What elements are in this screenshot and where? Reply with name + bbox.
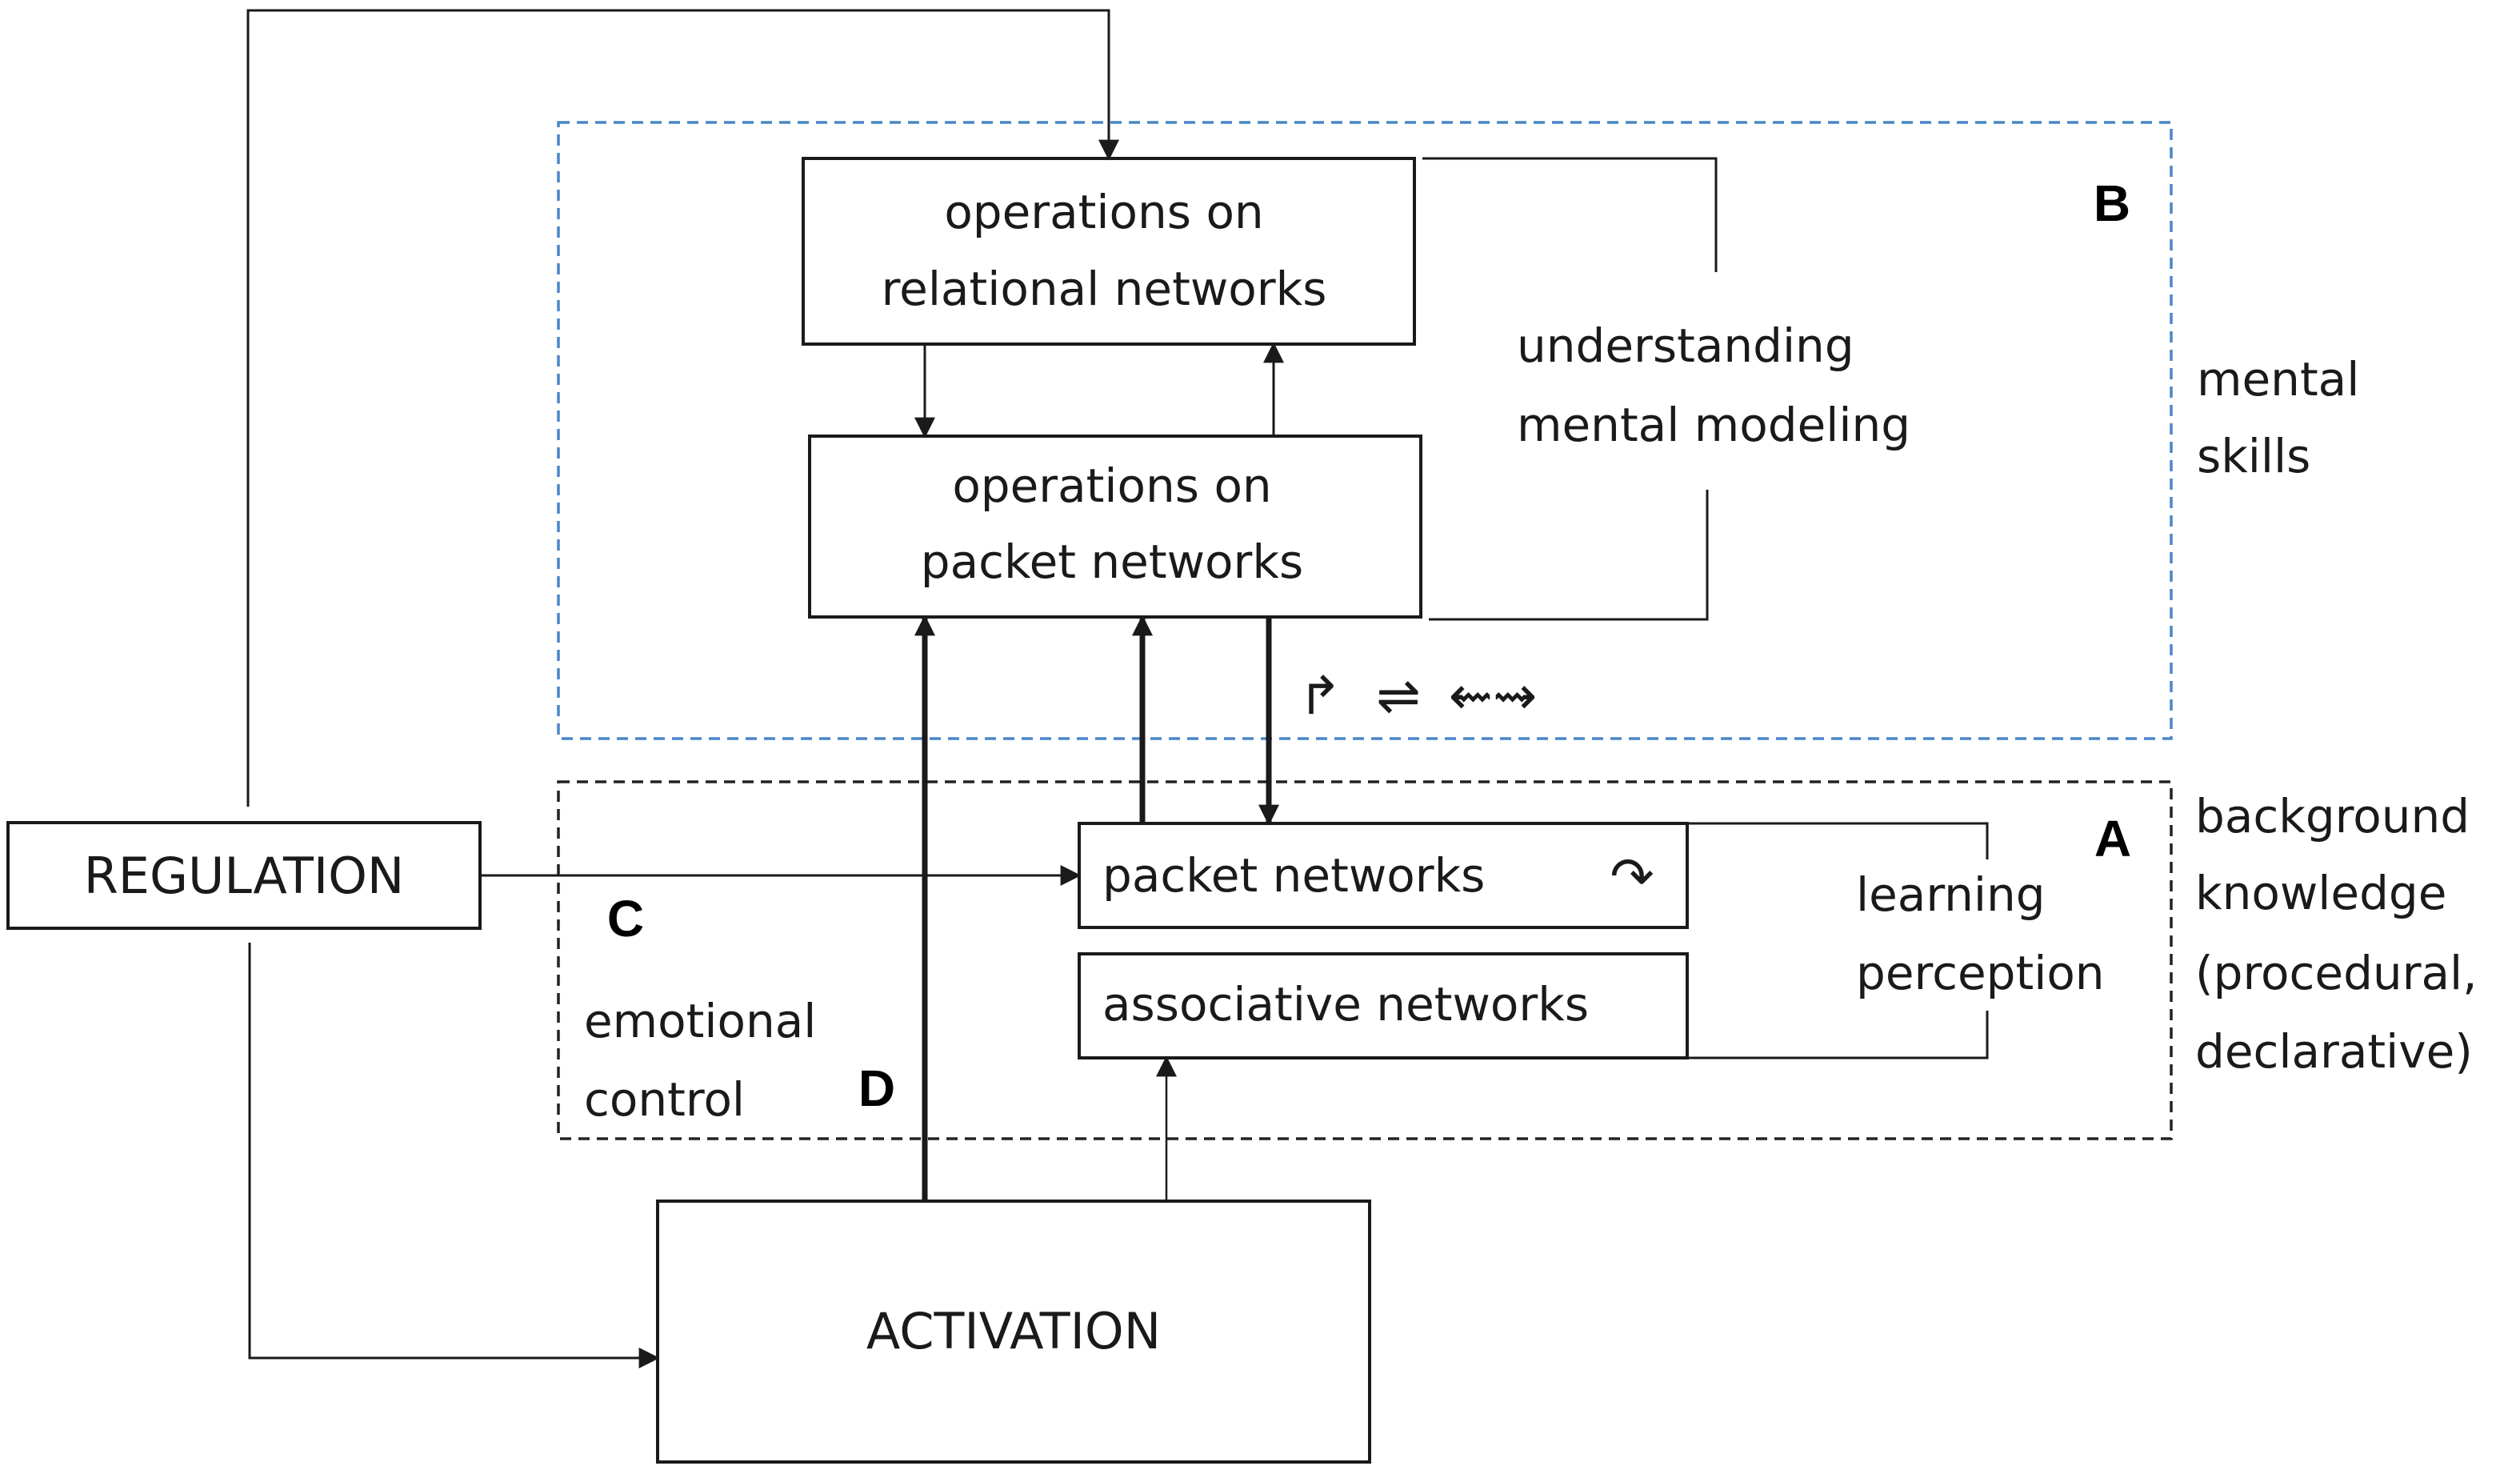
relational-operations-line-2: relational networks xyxy=(882,262,1327,316)
associative-networks-box xyxy=(1078,952,1689,1059)
regulation-label: REGULATION xyxy=(84,847,405,905)
regulation-to-activation-arrow xyxy=(248,943,660,1368)
mental-skills-label-1: mental xyxy=(2197,352,2359,407)
learning-bracket-lower xyxy=(1687,1011,1989,1059)
region-a-letter: A xyxy=(2094,810,2131,867)
background-knowledge-label-4: declarative) xyxy=(2195,1024,2473,1079)
perception-label: perception xyxy=(1856,946,2105,1000)
region-d-letter: D xyxy=(858,1059,895,1117)
region-c-letter: C xyxy=(607,890,644,947)
mental-skills-label-2: skills xyxy=(2197,429,2310,483)
packet-operations-line-2: packet networks xyxy=(921,535,1303,589)
learning-label: learning xyxy=(1856,867,2046,922)
packet-operations-line-1: operations on xyxy=(952,459,1271,513)
region-b-mental-skills xyxy=(557,121,2173,740)
learning-bracket xyxy=(1687,822,1989,859)
region-b-letter: B xyxy=(2094,174,2130,232)
emotional-label: emotional xyxy=(584,994,816,1048)
understanding-bracket xyxy=(1422,157,1718,272)
packet-operations-box xyxy=(808,435,1422,619)
understanding-label: understanding xyxy=(1517,318,1854,373)
operation-symbol-wave: ⇜⇝ xyxy=(1449,665,1538,727)
background-knowledge-label-2: knowledge xyxy=(2195,866,2446,920)
regulation-to-relational-arrow xyxy=(246,9,1119,807)
background-knowledge-label-3: (procedural, xyxy=(2195,946,2478,1000)
associative-networks-label: associative networks xyxy=(1102,977,1589,1031)
relational-operations-line-1: operations on xyxy=(944,185,1263,239)
packet-cycle-icon: ↷ xyxy=(1610,846,1654,907)
activation-label: ACTIVATION xyxy=(866,1302,1161,1360)
packet-networks-box xyxy=(1078,822,1689,929)
operation-symbol-exchange: ⇌ xyxy=(1376,665,1420,727)
region-a-background-knowledge xyxy=(557,780,2173,1140)
understanding-bracket-lower xyxy=(1429,490,1709,621)
operation-symbol-branch: ↱ xyxy=(1298,665,1342,727)
packet-networks-label: packet networks xyxy=(1102,848,1485,903)
regulation-box xyxy=(6,821,482,930)
control-label: control xyxy=(584,1072,745,1127)
activation-box xyxy=(656,1200,1371,1464)
background-knowledge-label-1: background xyxy=(2195,789,2470,843)
mental-modeling-label: mental modeling xyxy=(1517,398,1910,452)
